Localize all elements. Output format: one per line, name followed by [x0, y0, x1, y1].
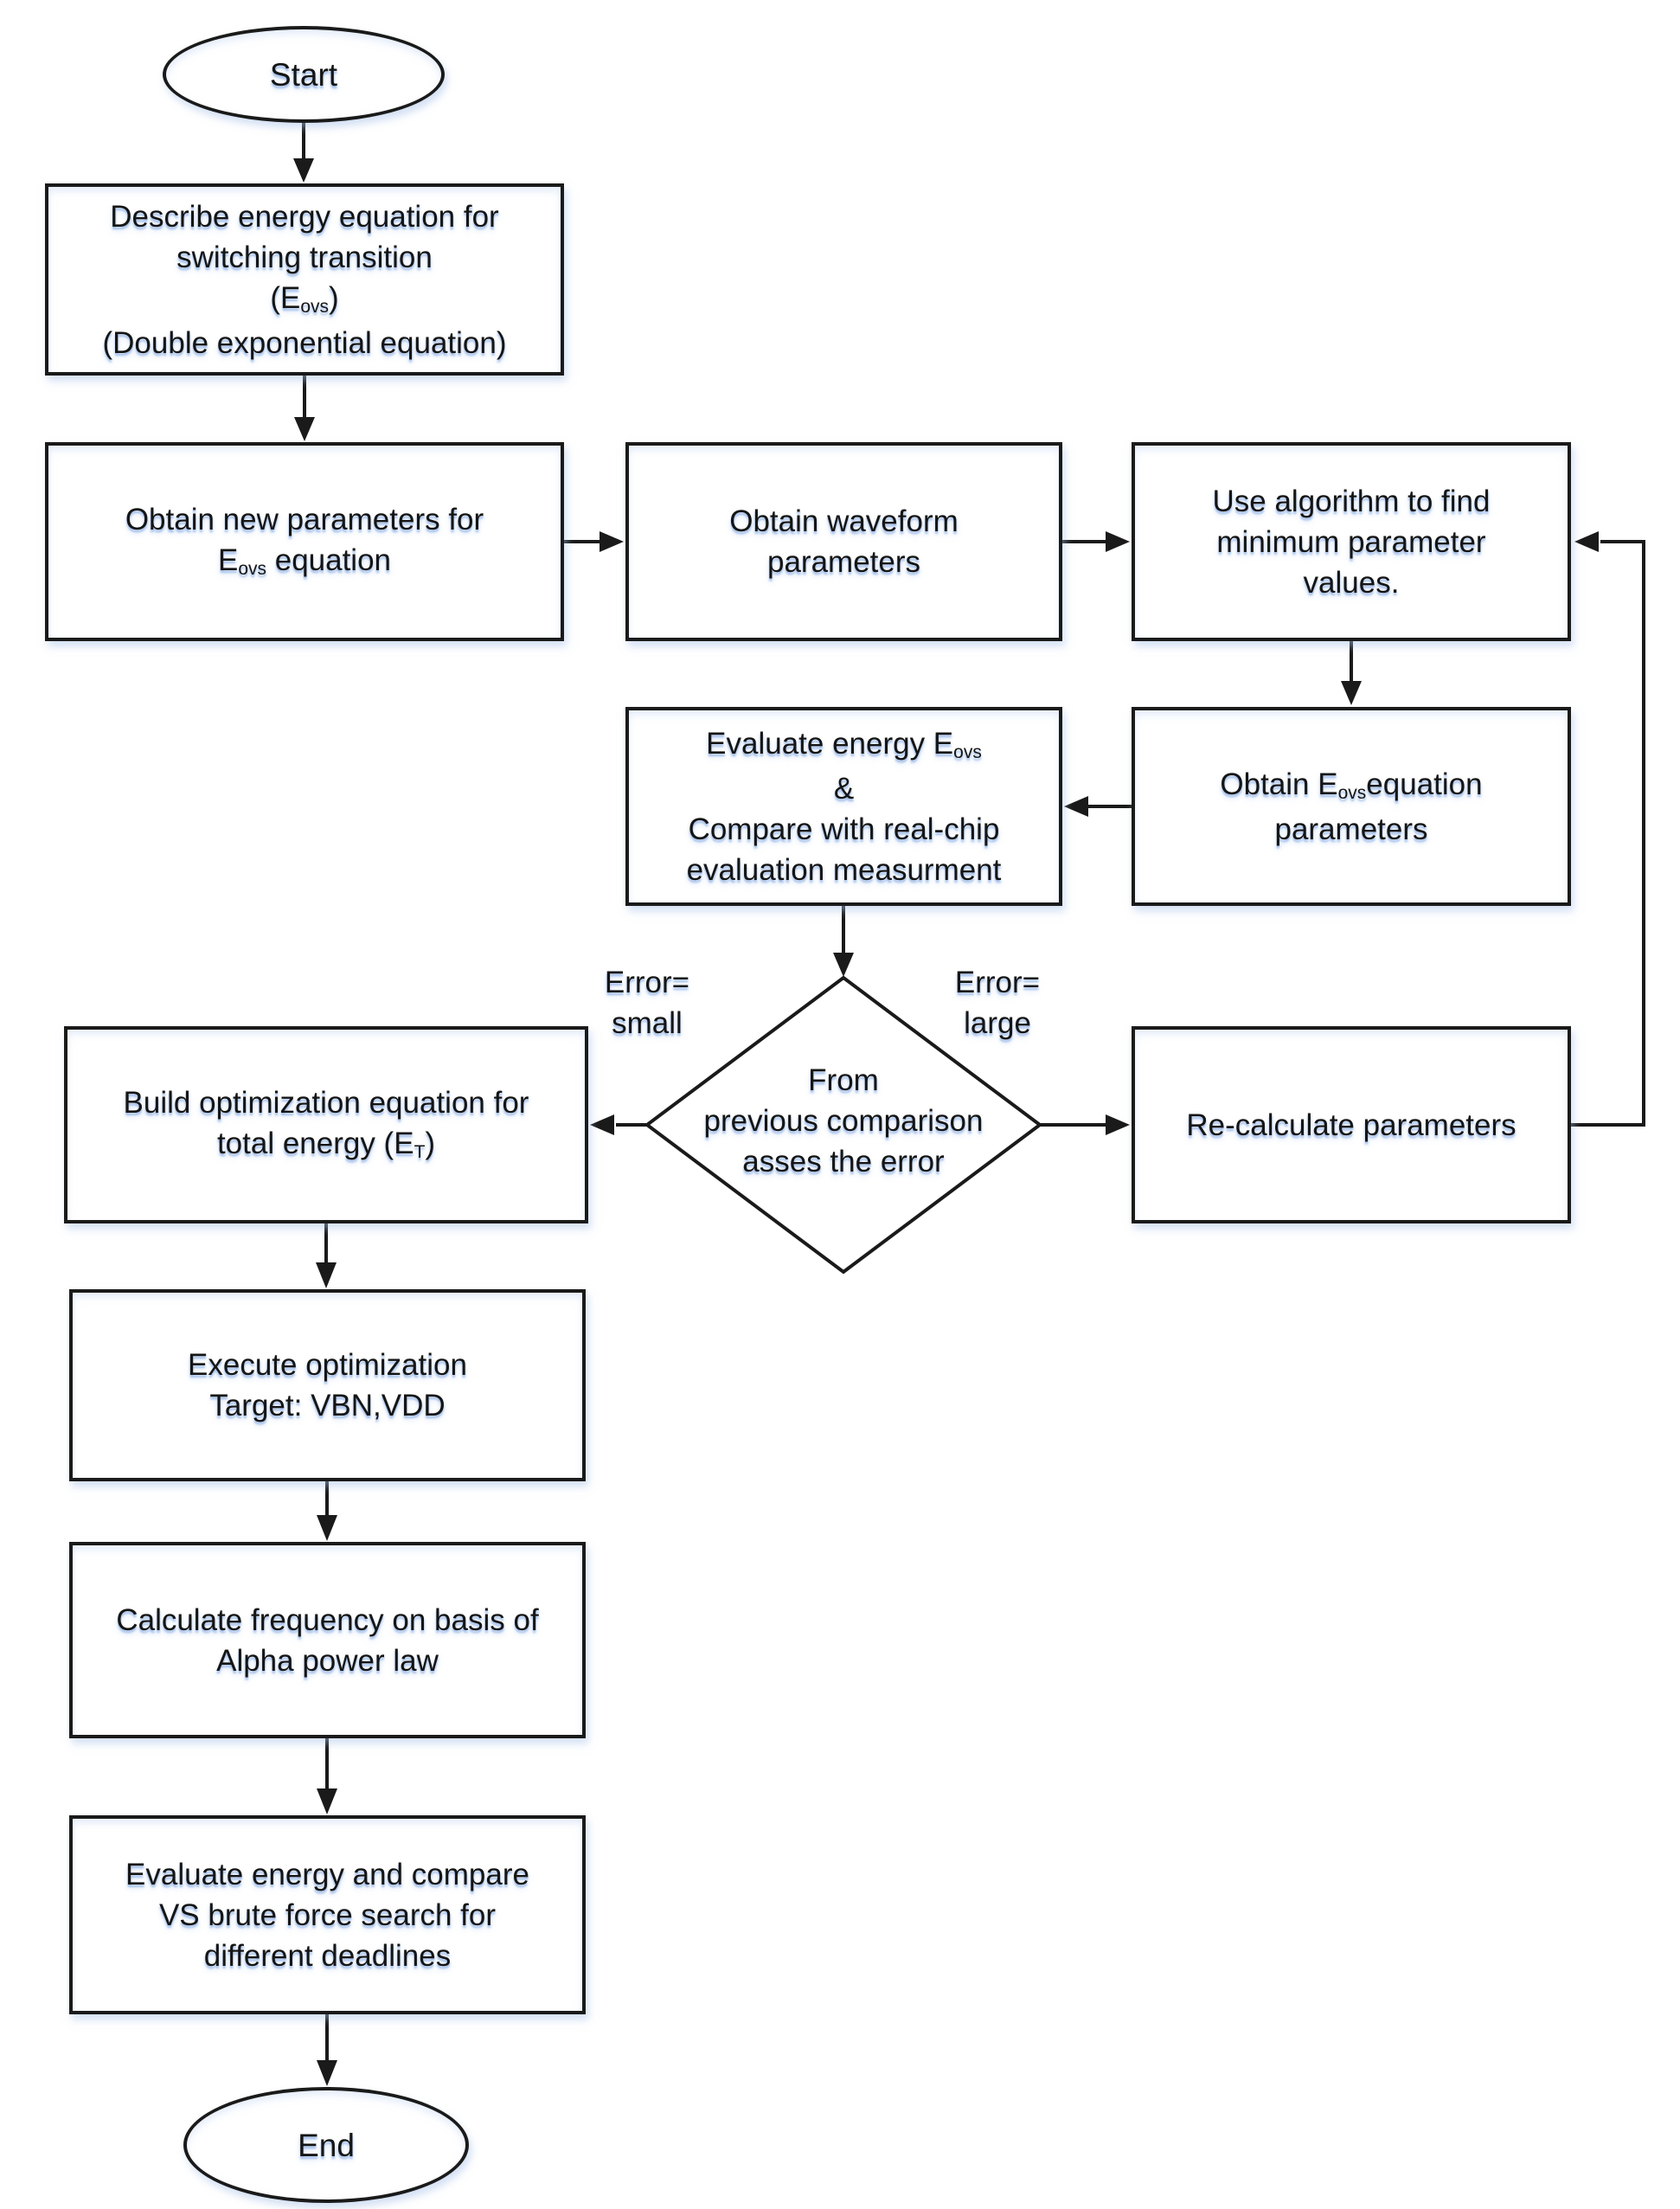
process-box-recalculate-parameters: Re-calculate parameters [1132, 1026, 1571, 1223]
box-text-line: Target: VBN,VDD [209, 1389, 446, 1422]
box-text-line: (Eovs) [270, 278, 338, 323]
text-segment: equation [1366, 767, 1483, 801]
box-text-line: Evaluate energy and compare [125, 1857, 529, 1891]
box-text-line: total energy (ET) [217, 1123, 435, 1168]
arrow-frequency-to-brute [317, 1738, 337, 1814]
start-terminator: Start [163, 26, 445, 123]
branch-label-error-large: Error= large [911, 962, 1084, 1043]
subscript: ovs [238, 558, 266, 579]
text-segment: Evaluate energy E [706, 726, 954, 761]
box-text-line: Eovs equation [218, 540, 391, 585]
arrow-obtain-new-to-waveform [564, 531, 624, 552]
box-text-line: evaluation measurment [686, 852, 1002, 887]
box-text-line: Describe energy equation for [110, 199, 499, 234]
decision-text-line: previous comparison [703, 1104, 984, 1138]
box-text-line: values. [1303, 565, 1400, 600]
decision-text-line: asses the error [742, 1145, 945, 1178]
process-box-evaluate-and-compare: Evaluate energy Eovs & Compare with real… [625, 707, 1062, 906]
box-text-line: & [833, 771, 855, 806]
text-segment: ) [425, 1126, 436, 1160]
box-text-line: Calculate frequency on basis of [116, 1602, 539, 1637]
text-segment: total energy (E [216, 1126, 414, 1160]
box-text-line: Use algorithm to find [1212, 484, 1491, 518]
process-box-obtain-new-parameters: Obtain new parameters for Eovs equation [45, 442, 564, 641]
box-text-line: Compare with real-chip [688, 812, 1000, 846]
subscript: T [414, 1141, 426, 1162]
box-text-line: Execute optimization [188, 1348, 467, 1382]
arrow-start-to-describe [293, 123, 314, 183]
process-box-build-optimization: Build optimization equation for total en… [64, 1026, 588, 1223]
box-text-line: different deadlines [203, 1938, 452, 1973]
arrow-describe-to-obtain-new [294, 376, 315, 441]
arrow-execute-to-frequency [317, 1481, 337, 1541]
text-segment: ) [329, 280, 339, 315]
process-box-use-algorithm: Use algorithm to find minimum parameter … [1132, 442, 1571, 641]
branch-label-line: Error= [954, 966, 1041, 999]
box-text-line: Re-calculate parameters [1186, 1108, 1516, 1142]
box-text-line: Evaluate energy Eovs [706, 723, 982, 768]
box-text-line: (Double exponential equation) [102, 325, 507, 360]
subscript: ovs [300, 296, 330, 317]
end-terminator: End [183, 2087, 469, 2203]
process-box-execute-optimization: Execute optimization Target: VBN,VDD [69, 1289, 586, 1481]
box-text-line: switching transition [176, 240, 433, 274]
decision-diamond-text: From previous comparison asses the error [657, 1060, 1029, 1182]
arrow-algorithm-to-obtain-params [1341, 641, 1362, 705]
arrow-build-to-execute [316, 1223, 337, 1288]
box-text-line: Alpha power law [216, 1643, 439, 1678]
box-text-line: VS brute force search for [158, 1898, 497, 1932]
arrow-obtain-params-to-evaluate [1064, 796, 1132, 817]
arrow-brute-to-end [317, 2014, 337, 2086]
box-text-line: Build optimization equation for [123, 1085, 529, 1120]
box-text-line: parameters [766, 545, 921, 579]
arrow-evaluate-to-decision [833, 906, 854, 977]
box-text-line: Obtain new parameters for [125, 502, 484, 536]
decision-diamond-shape [644, 975, 1043, 1275]
box-text-line: parameters [1274, 812, 1428, 846]
process-box-describe-energy-equation: Describe energy equation for switching t… [45, 183, 564, 376]
text-segment: Obtain E [1220, 767, 1338, 801]
process-box-obtain-waveform-parameters: Obtain waveform parameters [625, 442, 1062, 641]
subscript: ovs [953, 742, 982, 762]
arrow-decision-to-recalc [1040, 1114, 1130, 1135]
arrow-decision-to-build [590, 1114, 647, 1135]
branch-label-line: small [612, 1006, 683, 1040]
process-box-obtain-eovs-parameters: Obtain Eovsequation parameters [1132, 707, 1571, 906]
text-segment: E [217, 543, 239, 577]
process-box-calculate-frequency: Calculate frequency on basis of Alpha po… [69, 1542, 586, 1738]
text-segment: (E [270, 280, 301, 315]
text-segment: equation [266, 543, 392, 577]
end-label: End [298, 2127, 355, 2163]
subscript: ovs [1337, 782, 1367, 803]
branch-label-error-small: Error= small [561, 962, 734, 1043]
process-box-evaluate-vs-brute-force: Evaluate energy and compare VS brute for… [69, 1815, 586, 2014]
branch-label-line: Error= [604, 966, 690, 999]
arrow-waveform-to-algorithm [1062, 531, 1130, 552]
feedback-recalc-to-algorithm [1571, 531, 1645, 1127]
box-text-line: Obtain waveform [729, 504, 959, 538]
start-label: Start [269, 56, 338, 93]
decision-text-line: From [808, 1063, 879, 1097]
box-text-line: Obtain Eovsequation [1220, 764, 1482, 809]
box-text-line: minimum parameter [1216, 524, 1486, 559]
branch-label-line: large [964, 1006, 1031, 1040]
